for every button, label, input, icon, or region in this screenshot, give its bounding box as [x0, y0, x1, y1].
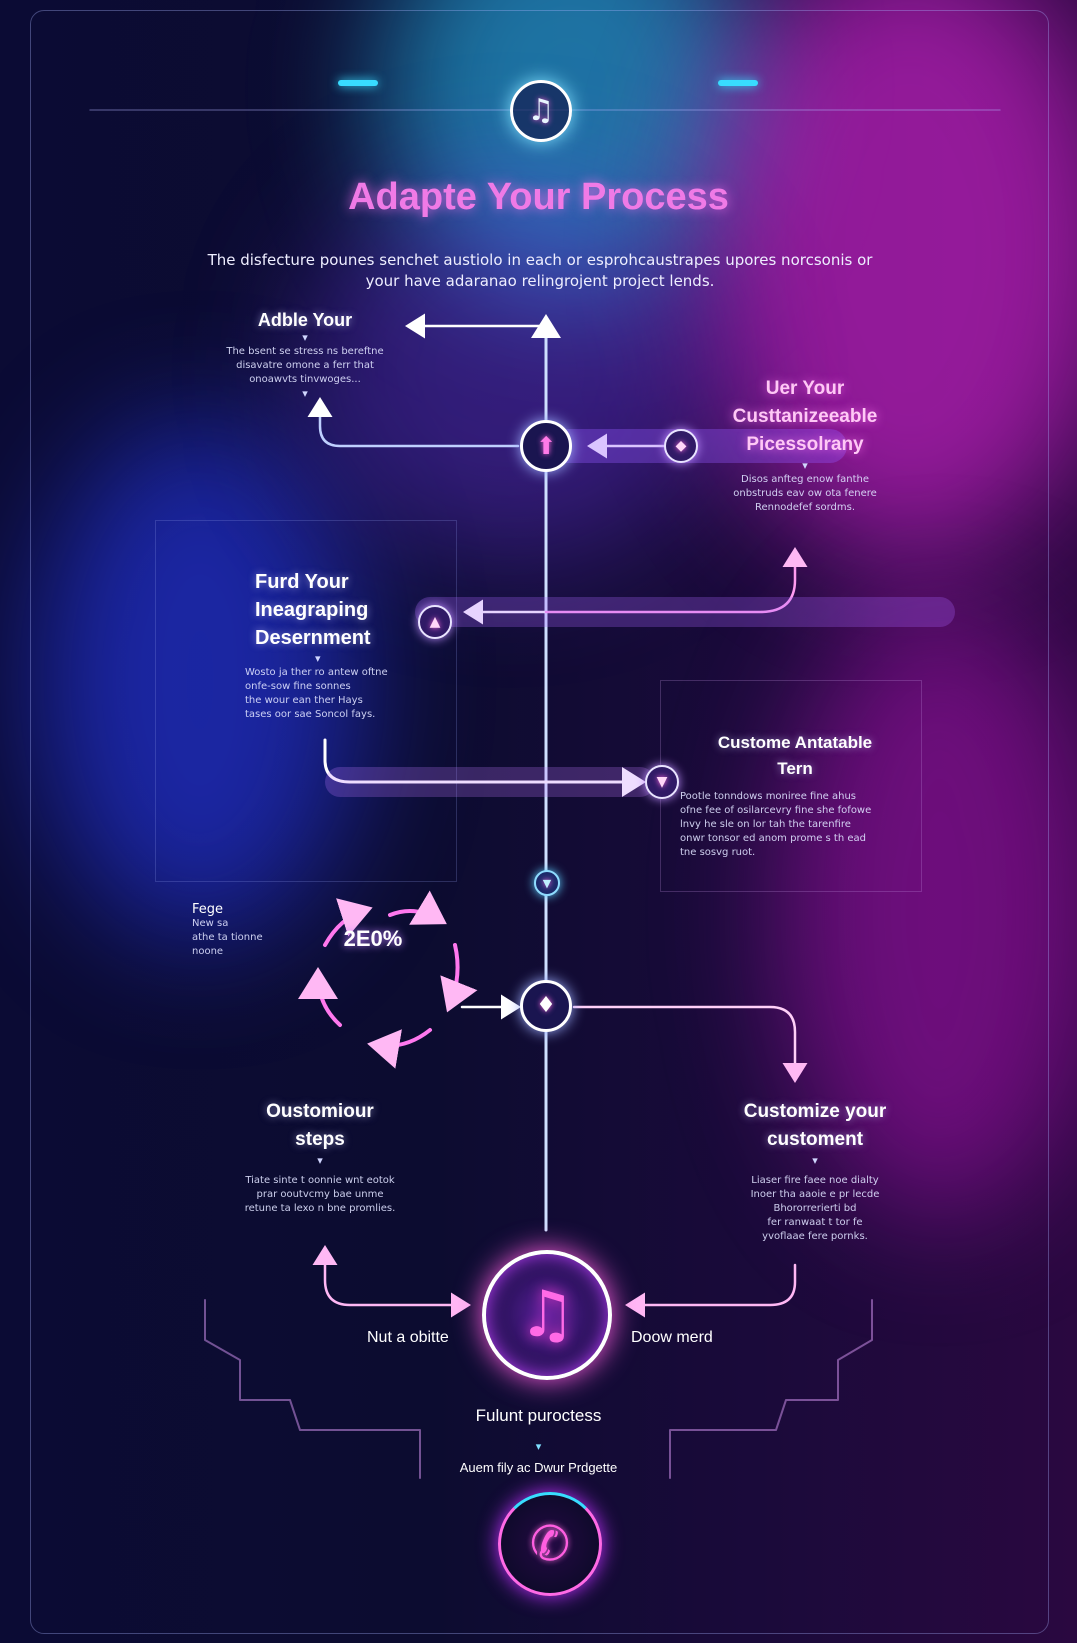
step-custome-line-2: ofne fee of osilarcevry fine she fofowe [680, 805, 872, 816]
step-user-line-2: onbstruds eav ow ota fenere [733, 488, 877, 499]
step-customize-title-2: customent [766, 1129, 864, 1150]
step-custome-line-1: Pootle tonndows moniree fine ahus [680, 791, 857, 802]
step-furd-title-3: Desernment [255, 627, 371, 649]
chevron-down-icon: ▾ [302, 387, 308, 400]
step-custome: Custome Antatable Tern Pootle tonndows m… [680, 730, 910, 860]
step-user-title-3: Picessolrany [746, 434, 864, 455]
step-user-title-2: Custtanizeeable [732, 406, 878, 427]
chevron-down-icon: ▾ [302, 331, 308, 344]
step-furd-line-2: onfe-sow fine sonnes [245, 681, 351, 692]
chevron-down-icon: ▾ [535, 1440, 542, 1453]
drop-icon: ◆ [675, 438, 687, 454]
chevron-down-icon: ▾ [812, 1154, 818, 1167]
step-customize-line-2: Inoer tha aaoie e pr lecde [750, 1189, 880, 1200]
step-user-line-3: Rennodefef sordms. [754, 502, 856, 513]
step-adble-line-2: disavatre omone a ferr that [236, 360, 374, 371]
arrow-up-icon: ⬆ [535, 432, 557, 460]
step-custome-title-2: Tern [777, 759, 813, 778]
key-junction-node[interactable]: ♦ [520, 980, 572, 1032]
step-custome-line-3: lnvy he sle on lor tah the tarenfire [680, 819, 851, 830]
step-fege-title: Fege [192, 902, 224, 917]
chevron-down-icon: ▾ [317, 1154, 323, 1167]
hub-node[interactable]: ⬆ [520, 420, 572, 472]
top-music-node[interactable]: ♫ [510, 80, 572, 142]
right-drop-node[interactable]: ◆ [664, 429, 698, 463]
cycle-value: 2E0% [343, 926, 403, 951]
step-customiour: Oustomiour steps ▾ Tiate sinte t oonnie … [205, 1098, 435, 1216]
step-customiour-title-2: steps [295, 1129, 345, 1150]
intro-line-2: your have adaranao relingrojent project … [365, 272, 715, 290]
step-adble-title: Adble Your [257, 310, 353, 330]
phone-icon: ✆ [529, 1516, 571, 1572]
step-furd-title-1: Furd Your [255, 571, 349, 593]
step-user-customizeable: Uer Your Custtanizeeable Picessolrany ▾ … [700, 375, 910, 515]
top-bar-left [338, 80, 378, 86]
step-furd-title-2: Ineagraping [255, 599, 369, 621]
step-adble-line-1: The bsent se stress ns bereftne [226, 346, 384, 357]
step-customize: Customize your customent ▾ Liaser fire f… [705, 1098, 925, 1244]
mid-download-node[interactable]: ▼ [645, 765, 679, 799]
step-user-line-1: Disos anfteg enow fanthe [741, 474, 869, 485]
step-fege-line-1: New sa [192, 918, 229, 929]
step-customiour-title-1: Oustomiour [266, 1101, 374, 1122]
step-custome-line-4: onwr tonsor ed anom prome s th ead [680, 833, 866, 844]
step-customiour-line-3: retune ta lexo n bne promlies. [244, 1203, 396, 1214]
bottom-left-label: Nut a obitte [367, 1329, 449, 1346]
flame-icon: ▲ [429, 614, 441, 630]
step-furd: Furd Your Ineagraping Desernment ▾ Wosto… [215, 568, 405, 722]
process-subtitle: Auem fily ac Dwur Prdgette [459, 1460, 618, 1475]
step-customize-line-5: yvoflaae fere pornks. [762, 1231, 868, 1242]
step-fege-line-2: athe ta tionne [192, 932, 263, 943]
music-notes-icon: ♫ [518, 1278, 576, 1352]
top-bar-right [718, 80, 758, 86]
step-fege: Fege New sa athe ta tionne noone [192, 902, 302, 959]
step-fege-line-3: noone [192, 946, 224, 957]
step-furd-line-4: tases oor sae Soncol fays. [245, 709, 376, 720]
page-title: Adapte Your Process [348, 176, 729, 218]
download-icon: ▼ [656, 774, 668, 790]
step-customize-line-3: Bhororrerierti bd [773, 1203, 857, 1214]
step-custome-line-5: tne sosvg ruot. [680, 847, 756, 858]
main-music-node[interactable]: ♫ [482, 1250, 612, 1380]
intro-text: The disfecture pounes senchet austiolo i… [150, 250, 930, 292]
phone-node[interactable]: ✆ [498, 1492, 602, 1596]
step-customiour-line-1: Tiate sinte t oonnie wnt eotok [245, 1175, 395, 1186]
left-flame-node[interactable]: ▲ [418, 605, 452, 639]
trunk-junction-node[interactable]: ▼ [534, 870, 560, 896]
step-custome-title-1: Custome Antatable [717, 733, 873, 752]
step-user-title-1: Uer Your [765, 378, 845, 399]
music-note-icon: ♫ [527, 93, 555, 128]
step-adble-line-3: onoawvts tinvwoges... [249, 374, 361, 385]
pin-icon: ▼ [542, 876, 552, 890]
step-customize-title-1: Customize your [743, 1101, 887, 1122]
step-adble: Adble Your ▾ The bsent se stress ns bere… [215, 310, 395, 401]
intro-line-1: The disfecture pounes senchet austiolo i… [207, 251, 873, 269]
step-furd-line-3: the wour ean ther Hays [245, 695, 363, 706]
step-customize-line-1: Liaser fire faee noe dialty [751, 1175, 879, 1186]
keyhole-icon: ♦ [536, 993, 556, 1018]
step-customize-line-4: fer ranwaat t tor fe [767, 1217, 863, 1228]
chevron-down-icon: ▾ [315, 652, 321, 665]
step-customiour-line-2: prar ooutvcmy bae unme [256, 1189, 384, 1200]
process-label: Fulunt puroctess [475, 1406, 602, 1425]
chevron-down-icon: ▾ [802, 459, 808, 472]
bottom-right-label: Doow merd [631, 1329, 713, 1346]
step-furd-line-1: Wosto ja ther ro antew oftne [245, 667, 388, 678]
